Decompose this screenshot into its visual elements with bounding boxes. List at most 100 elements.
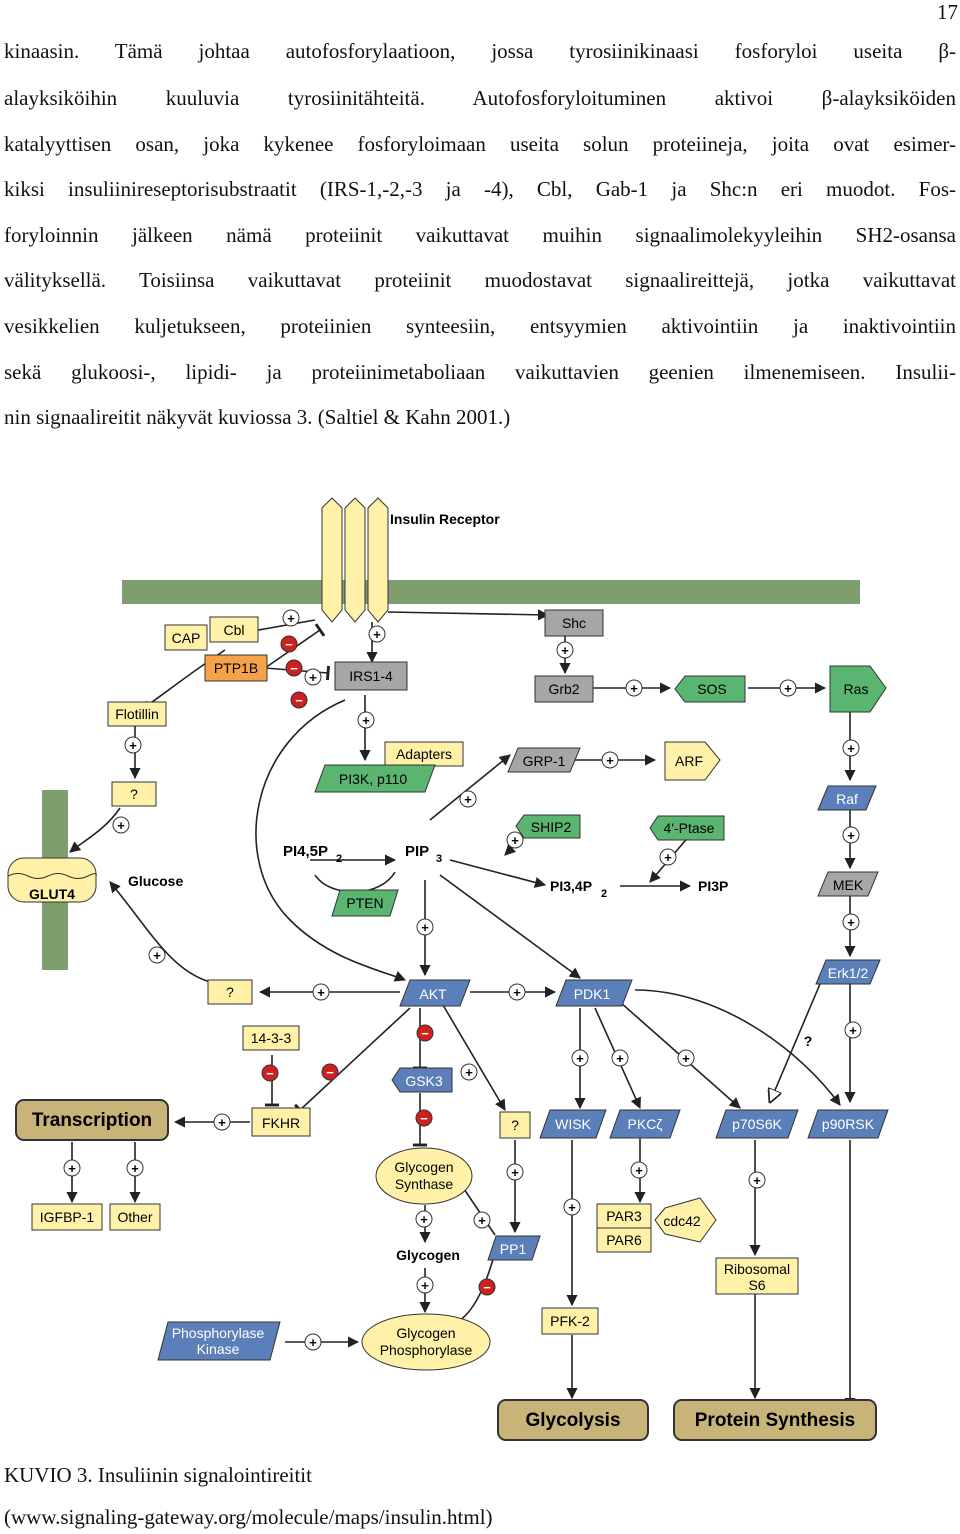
node-par3 xyxy=(596,1203,652,1229)
svg-text:+: + xyxy=(511,1165,519,1180)
paragraph-line: välityksellä. Toisiinsa vaikuttavat prot… xyxy=(4,268,956,292)
svg-text:−: − xyxy=(420,1111,428,1126)
paragraph-line: nin signaalireitit näkyvät kuviossa 3. (… xyxy=(4,405,511,429)
node-ras xyxy=(829,665,887,713)
fkhr-label: FKHR xyxy=(262,1115,300,1131)
cap-label: CAP xyxy=(172,630,201,646)
node-flotillin xyxy=(107,701,167,727)
node-grb2 xyxy=(534,675,594,703)
flotillin-label: Flotillin xyxy=(115,706,159,722)
svg-text:+: + xyxy=(421,920,429,935)
svg-text:+: + xyxy=(635,1163,643,1178)
svg-text:+: + xyxy=(847,915,855,930)
node-pfk2 xyxy=(541,1307,599,1335)
grp1-label: GRP-1 xyxy=(523,753,566,769)
plus-badge: + xyxy=(625,679,643,697)
plus-badge: + xyxy=(304,1333,322,1351)
svg-text:+: + xyxy=(513,985,521,1000)
svg-text:+: + xyxy=(129,738,137,753)
plus-badge: + xyxy=(304,668,322,686)
glycogen-synthase-label-1: Glycogen xyxy=(394,1159,453,1175)
pkcz-label: PKCζ xyxy=(628,1116,663,1132)
plus-badge: + xyxy=(213,1113,231,1131)
svg-text:+: + xyxy=(568,1200,576,1215)
svg-text:+: + xyxy=(362,713,370,728)
plus-badge: + xyxy=(460,1063,478,1081)
svg-text:+: + xyxy=(373,627,381,642)
plus-badge: + xyxy=(677,1049,695,1067)
minus-badge: − xyxy=(261,1064,279,1082)
erk-label: Erk1/2 xyxy=(828,965,869,981)
plus-badge: + xyxy=(312,983,330,1001)
pfk2-label: PFK-2 xyxy=(550,1313,590,1329)
node-akt xyxy=(399,979,471,1007)
cell-membrane xyxy=(122,580,860,604)
node-phosphorylase-kinase xyxy=(157,1321,281,1361)
svg-text:+: + xyxy=(309,670,317,685)
wisk-label: WISK xyxy=(555,1116,591,1132)
cbl-label: Cbl xyxy=(223,622,244,638)
plus-badge: + xyxy=(844,1021,862,1039)
protein-synthesis-label: Protein Synthesis xyxy=(695,1410,856,1431)
unknown-1-label: ? xyxy=(130,786,138,802)
minus-badge: − xyxy=(478,1278,496,1296)
ribosomal-s6-label-2: S6 xyxy=(748,1277,765,1293)
minus-badge: − xyxy=(280,635,298,653)
plus-badge: + xyxy=(473,1211,491,1229)
svg-text:−: − xyxy=(266,1066,274,1081)
gsk3-label: GSK3 xyxy=(405,1073,443,1089)
plus-badge: + xyxy=(556,641,574,659)
svg-text:+: + xyxy=(420,1212,428,1227)
node-p90rsk xyxy=(807,1109,889,1139)
unknown-4-label: ? xyxy=(804,1033,813,1049)
svg-text:−: − xyxy=(295,693,303,708)
node-unknown-3 xyxy=(499,1111,531,1139)
svg-text:−: − xyxy=(285,637,293,652)
pi34p2-subscript: 2 xyxy=(601,888,607,900)
svg-text:+: + xyxy=(847,741,855,756)
pten-label: PTEN xyxy=(346,895,383,911)
plus-badge: + xyxy=(630,1161,648,1179)
node-ribosomal-s6 xyxy=(715,1257,799,1295)
plus-badge: + xyxy=(842,739,860,757)
node-ptase xyxy=(649,815,725,841)
figure-source-url: (www.signaling-gateway.org/molecule/maps… xyxy=(4,1505,493,1529)
glycogen-phosphorylase-label-1: Glycogen xyxy=(396,1325,455,1341)
node-igfbp1 xyxy=(31,1203,103,1231)
plus-badge: + xyxy=(506,1163,524,1181)
minus-badge: − xyxy=(416,1024,434,1042)
svg-text:+: + xyxy=(784,681,792,696)
node-sos xyxy=(674,675,746,703)
pi45p2-label: PI4,5P xyxy=(283,843,328,860)
paragraph-line: katalyyttisen osan, joka kykenee fosfory… xyxy=(4,132,956,156)
edge-pip3-grp1 xyxy=(429,754,511,821)
svg-text:+: + xyxy=(464,792,472,807)
insulin-receptor xyxy=(321,497,389,623)
unknown-3-label: ? xyxy=(511,1117,519,1133)
paragraph-line: kinaasin. Tämä johtaa autofosforylaatioo… xyxy=(4,39,956,63)
glycogen-synthase-label-2: Synthase xyxy=(395,1176,454,1192)
minus-badge: − xyxy=(415,1109,433,1127)
node-pten xyxy=(331,889,399,917)
raf-label: Raf xyxy=(836,791,858,807)
node-pkcz xyxy=(609,1109,681,1139)
node-irs xyxy=(334,661,408,691)
plus-badge: + xyxy=(148,946,166,964)
node-ptp1b xyxy=(204,654,268,682)
svg-text:+: + xyxy=(664,850,672,865)
edge-pip3-pi34p2 xyxy=(449,859,547,888)
svg-text:+: + xyxy=(576,1051,584,1066)
igfbp1-label: IGFBP-1 xyxy=(40,1209,95,1225)
paragraph-line: sekä glukoosi-, lipidi- ja proteiinimeta… xyxy=(4,360,956,384)
edge-akt-fkhr xyxy=(294,1007,411,1117)
svg-text:+: + xyxy=(753,1173,761,1188)
svg-text:+: + xyxy=(511,833,519,848)
figure-caption: KUVIO 3. Insuliinin signalointireitit xyxy=(4,1463,312,1487)
node-arf xyxy=(664,741,721,781)
svg-text:−: − xyxy=(421,1026,429,1041)
akt-label: AKT xyxy=(419,986,447,1002)
node-gsk3 xyxy=(391,1067,453,1093)
node-ship2 xyxy=(515,814,581,839)
ras-label: Ras xyxy=(844,681,869,697)
node-cbl xyxy=(209,616,259,643)
